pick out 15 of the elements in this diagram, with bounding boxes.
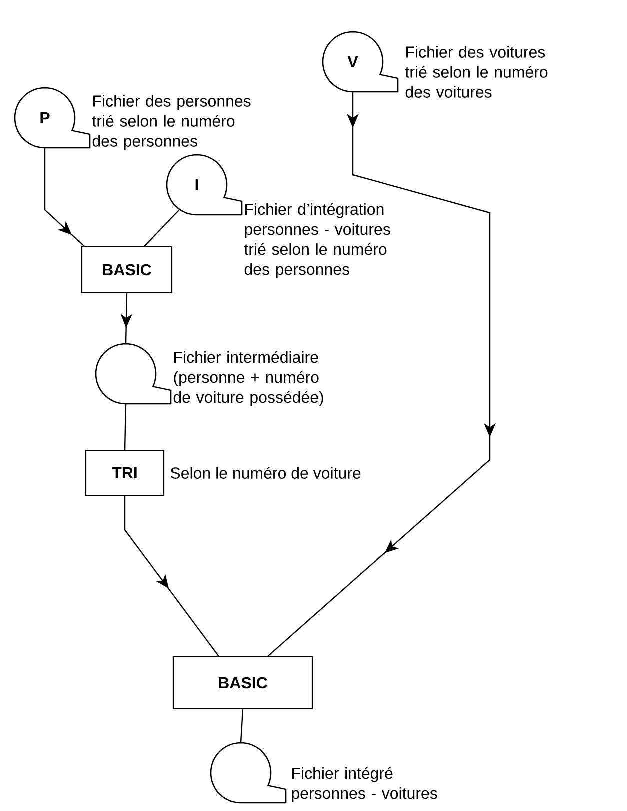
file-description: Fichier des personnes trié selon le numéro des personnes <box>92 95 251 150</box>
step-note: Selon le numéro de voiture <box>170 467 361 479</box>
tape-symbol <box>210 742 287 804</box>
arrow <box>268 92 496 657</box>
file-description: Fichier intermédiaire (personne + numéro de voiture possédée) <box>174 351 324 406</box>
arrow <box>124 496 220 657</box>
file-description: Fichier d’intégration personnes - voitures trié selon le numéro des personnes <box>244 203 390 278</box>
tape-symbol <box>95 343 172 405</box>
process-box: TRI <box>85 450 165 496</box>
arrow <box>44 148 85 247</box>
process-box: BASIC <box>172 656 314 710</box>
file-description: Fichier intégré personnes - voitures <box>292 767 438 802</box>
process-box: BASIC <box>81 246 173 294</box>
file-description: Fichier des voitures trié selon le numéro des voitures <box>405 46 548 98</box>
arrow <box>120 294 133 344</box>
